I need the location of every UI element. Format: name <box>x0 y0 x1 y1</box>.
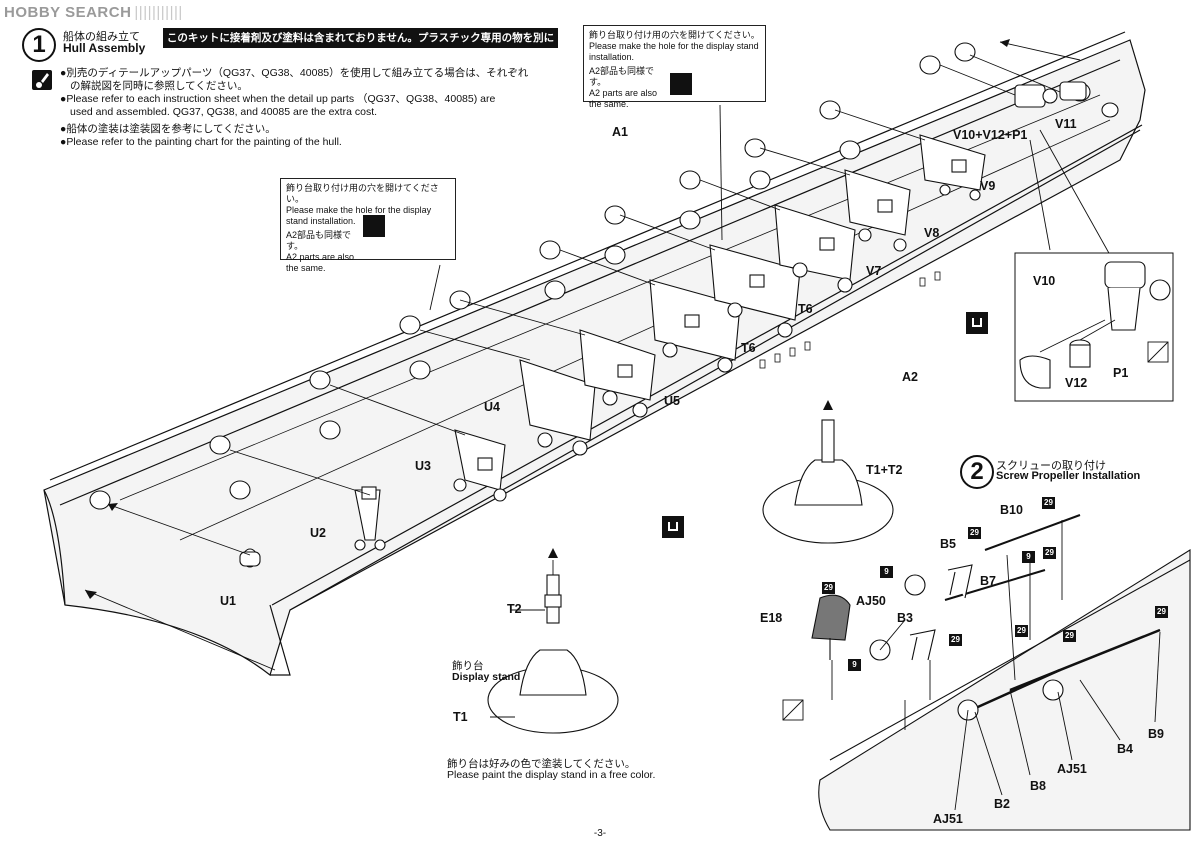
part-label-b3: B3 <box>897 611 913 625</box>
part-label-v9: V9 <box>980 179 996 193</box>
part-label-v11: V11 <box>1055 117 1077 131</box>
step-1-title-jp: 船体の組み立て <box>63 31 140 43</box>
part-label-t1: T1 <box>453 710 468 724</box>
step-2-title-jp: スクリューの取り付け <box>996 460 1106 472</box>
part-label-b7: B7 <box>980 574 996 588</box>
part-label-u2: U2 <box>310 526 326 540</box>
notice-banner: このキットに接着剤及び塗料は含まれておりません。プラスチック専用の物を別にお求め… <box>163 28 558 64</box>
part-label-aj51-right: AJ51 <box>1057 762 1087 776</box>
step-1-number: 1 <box>22 28 56 62</box>
callout-same-en: A2 parts are also the same. <box>589 88 658 109</box>
paintbrush-icon <box>32 70 52 90</box>
step-2-number: 2 <box>960 455 994 489</box>
callout-jp: 飾り台取り付け用の穴を開けてください。 <box>286 183 439 204</box>
part-label-a1: A1 <box>612 125 628 139</box>
paint-code-badge: 9 <box>848 659 861 671</box>
part-label-b5: B5 <box>940 537 956 551</box>
part-label-v12: V12 <box>1065 376 1088 390</box>
paint-note-jp: 飾り台は好みの色で塗装してください。 <box>447 758 636 770</box>
paint-code-badge: 29 <box>822 582 835 594</box>
callout-jp: 飾り台取り付け用の穴を開けてください。 <box>589 30 760 40</box>
part-label-a2: A2 <box>902 370 918 384</box>
drill-hole-icon <box>363 215 385 237</box>
callout-en: Please make the hole for the display sta… <box>589 41 759 62</box>
notes-block: ●別売のディテールアップパーツ（QG37、QG38、40085）を使用して組み立… <box>60 67 528 149</box>
watermark: HOBBY SEARCH||||||||||| <box>4 4 183 21</box>
callout-en: Please make the hole for the display sta… <box>286 205 432 226</box>
callout-drill-hole-top: 飾り台取り付け用の穴を開けてください。 Please make the hole… <box>583 25 766 109</box>
part-label-u1: U1 <box>220 594 236 608</box>
note-line: used and assembled. QG37, QG38, and 4008… <box>70 106 378 118</box>
part-label-p1: P1 <box>1113 366 1129 380</box>
part-label-u5: U5 <box>664 394 680 408</box>
display-stand-en: Display stand <box>452 671 521 683</box>
note-line: の解説図を同時に参照してください。 <box>70 80 248 92</box>
part-label-b10: B10 <box>1000 503 1023 517</box>
part-label-v8: V8 <box>924 226 940 240</box>
part-label-e18: E18 <box>760 611 783 625</box>
paint-code-badge: 29 <box>1063 630 1076 642</box>
display-stand-jp: 飾り台 <box>452 660 484 672</box>
part-label-t6-upper: T6 <box>798 302 813 316</box>
paint-code-badge: 29 <box>968 527 981 539</box>
drill-hole-icon <box>670 73 692 95</box>
paint-code-badge: 29 <box>1015 625 1028 637</box>
part-label-u4: U4 <box>484 400 500 414</box>
part-label-b8: B8 <box>1030 779 1046 793</box>
step-1-title-en: Hull Assembly <box>63 41 146 55</box>
callout-same-en: A2 parts are also the same. <box>286 252 355 273</box>
callout-same-jp: A2部品も同様です。 <box>589 66 655 87</box>
note-line: ●Please refer to the painting chart for … <box>60 136 342 148</box>
part-label-u3: U3 <box>415 459 431 473</box>
part-label-t2: T2 <box>507 602 522 616</box>
part-label-v10-v12-p1: V10+V12+P1 <box>953 128 1028 142</box>
part-label-aj51-left: AJ51 <box>933 812 963 826</box>
part-label-aj50: AJ50 <box>856 594 886 608</box>
note-line: ●船体の塗装は塗装図を参考にしてください。 <box>60 123 276 135</box>
part-label-v10: V10 <box>1033 274 1056 288</box>
paint-code-badge: 9 <box>880 566 893 578</box>
part-label-b2: B2 <box>994 797 1010 811</box>
paint-note-en: Please paint the display stand in a free… <box>447 769 656 781</box>
paint-code-badge: 29 <box>949 634 962 646</box>
callout-same-jp: A2部品も同様です。 <box>286 230 352 251</box>
paint-code-badge: 9 <box>1022 551 1035 563</box>
part-label-t1-t2: T1+T2 <box>866 463 903 477</box>
note-line: ●別売のディテールアップパーツ（QG37、QG38、40085）を使用して組み立… <box>60 67 529 79</box>
callout-drill-hole-left: 飾り台取り付け用の穴を開けてください。 Please make the hole… <box>280 178 456 273</box>
part-label-t6-lower: T6 <box>741 341 756 355</box>
part-label-b9: B9 <box>1148 727 1164 741</box>
paint-code-badge: 29 <box>1155 606 1168 618</box>
paint-code-badge: 29 <box>1042 497 1055 509</box>
step-2-title-en: Screw Propeller Installation <box>996 470 1141 482</box>
page-number: -3- <box>593 828 607 839</box>
part-label-b4: B4 <box>1117 742 1133 756</box>
note-line: ●Please refer to each instruction sheet … <box>60 93 496 105</box>
part-label-v7: V7 <box>866 264 882 278</box>
paint-code-badge: 29 <box>1043 547 1056 559</box>
